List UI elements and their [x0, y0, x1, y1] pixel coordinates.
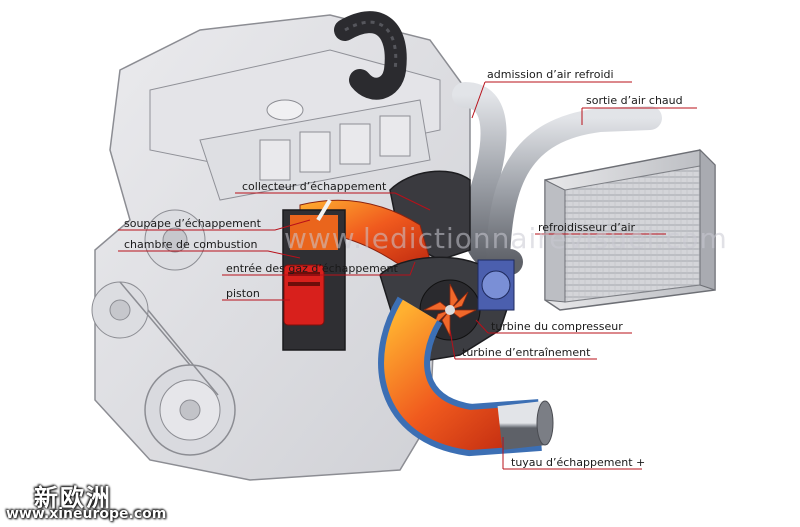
- label-tuyau-echappement: tuyau d’échappement +: [511, 456, 646, 469]
- leader-lines: [118, 81, 697, 470]
- watermark-text: www.ledictionnairevisuel.com: [284, 222, 728, 255]
- brand-url: www.xineurope.com: [6, 506, 167, 522]
- brand-logo-text: 新欧洲: [34, 484, 112, 512]
- label-soupape-echappement: soupape d’échappement: [124, 217, 261, 230]
- air-pipes: [452, 82, 662, 275]
- label-piston: piston: [226, 287, 260, 300]
- hose-black: [334, 11, 407, 100]
- label-sortie-air-chaud: sortie d’air chaud: [586, 94, 683, 107]
- label-chambre-combustion: chambre de combustion: [124, 238, 258, 251]
- cylinder: [282, 198, 346, 351]
- label-turbine-compresseur: turbine du compresseur: [491, 320, 623, 333]
- label-collecteur-echappement: collecteur d’échappement: [242, 180, 387, 193]
- label-refroidisseur-air: refroidisseur d’air: [538, 221, 636, 234]
- label-turbine-entrainement: turbine d’entraînement: [462, 346, 591, 359]
- label-admission-air-refroidi: admission d’air refroidi: [487, 68, 614, 81]
- label-entree-gaz-echappement: entrée des gaz d’échappement: [226, 262, 398, 275]
- exhaust-pipe: [378, 296, 554, 457]
